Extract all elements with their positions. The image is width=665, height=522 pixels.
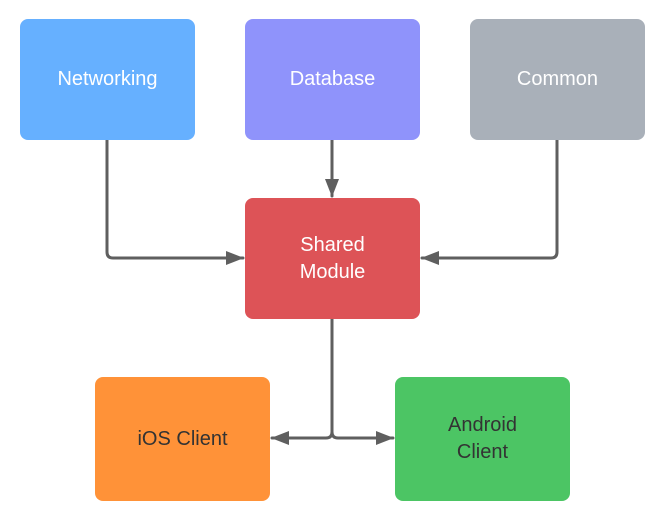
- node-shared-module-label: Shared Module: [299, 233, 366, 283]
- node-common: Common: [470, 19, 645, 140]
- edge-networking-to-shared: [105, 138, 245, 265]
- node-networking-label: Networking: [57, 68, 158, 90]
- node-database: Database: [245, 19, 420, 140]
- node-database-label: Database: [289, 68, 376, 90]
- node-common-label: Common: [516, 68, 599, 90]
- node-android-client-label: Android Client: [448, 414, 517, 463]
- node-shared-module: Shared Module: [245, 198, 420, 319]
- edge-common-to-shared: [420, 138, 559, 265]
- node-android-client: Android Client: [395, 377, 570, 501]
- node-ios-client-label: iOS Client: [137, 427, 228, 450]
- edge-shared-to-android: [330, 317, 395, 445]
- edge-shared-to-ios: [270, 317, 334, 445]
- node-networking: Networking: [20, 19, 195, 140]
- node-ios-client: iOS Client: [95, 377, 270, 501]
